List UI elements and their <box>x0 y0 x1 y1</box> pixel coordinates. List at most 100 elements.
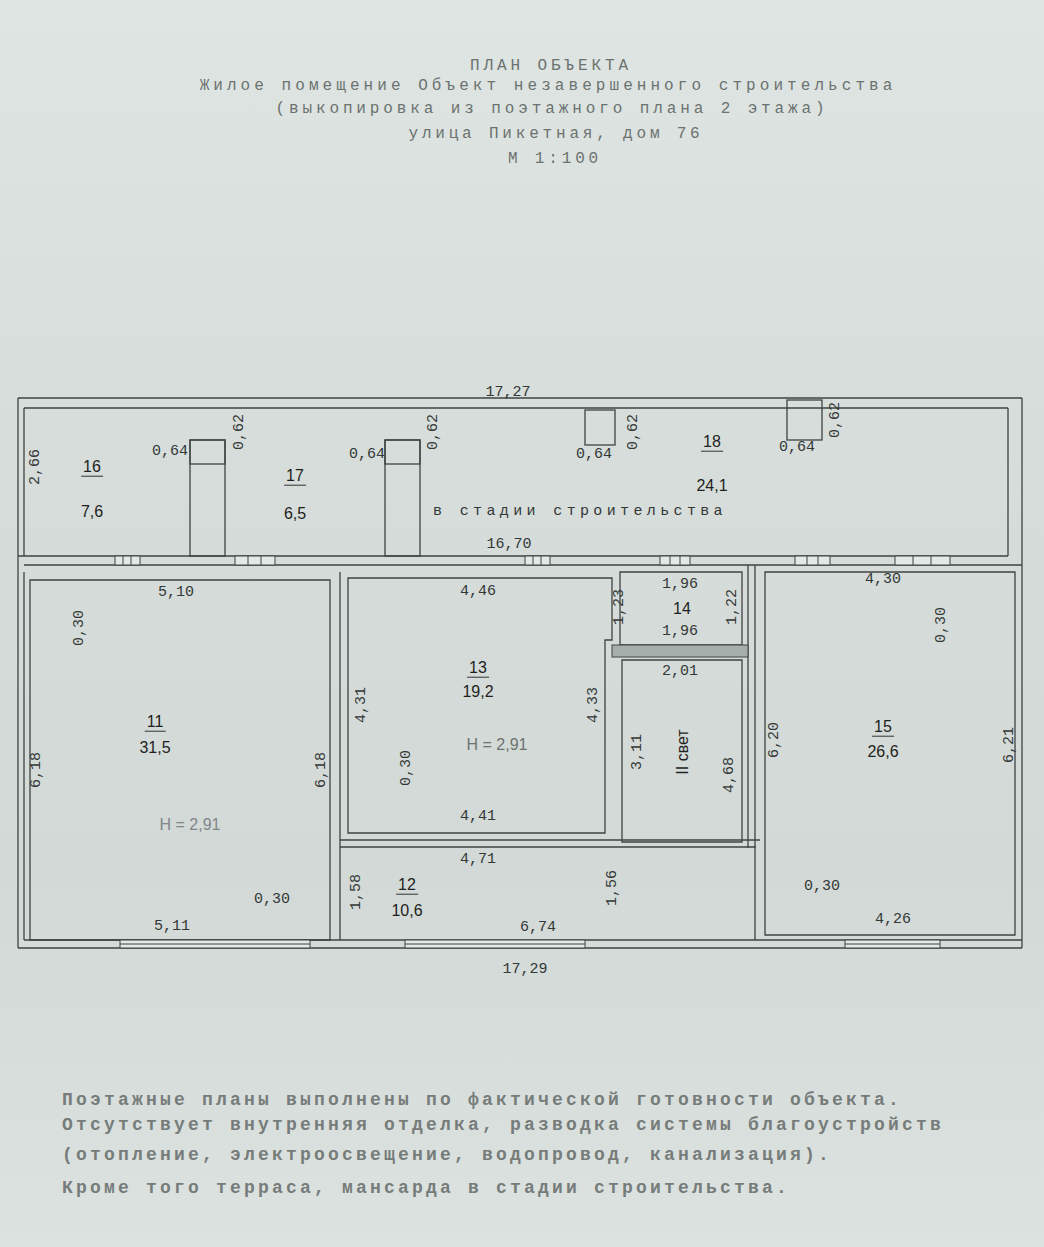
wall-fill <box>612 645 748 657</box>
column <box>190 440 225 464</box>
dimension-label: 2,66 <box>28 449 45 485</box>
room-area: 167,6 <box>24 408 190 556</box>
dimension-label: 2,01 <box>662 664 698 681</box>
status-note: в стадии строительства <box>430 504 730 521</box>
dimension-label: 4,33 <box>586 687 603 723</box>
room-area-value: 19,2 <box>460 683 495 701</box>
room-area: 15 26,6 <box>765 572 1015 935</box>
column <box>585 410 615 445</box>
window <box>525 556 550 565</box>
dimension-label: 4,41 <box>460 809 496 826</box>
dimension-label: 1,96 <box>662 624 698 641</box>
dimension-label: 4,26 <box>875 912 911 929</box>
room-area-value: Н = 2,91 <box>158 816 223 834</box>
dimension-label: 1,23 <box>612 589 629 625</box>
double-light-walls <box>622 660 742 842</box>
column <box>787 400 822 440</box>
dimension-label: 5,11 <box>154 919 190 936</box>
dimension-label: 0,30 <box>399 750 416 786</box>
dimension-label: 0,30 <box>934 607 951 643</box>
column <box>385 440 420 464</box>
main-wall <box>18 556 1022 565</box>
dimension-label: 1,56 <box>605 870 622 906</box>
dimension-label: 4,31 <box>354 687 371 723</box>
dimension-label: 0,64 <box>152 444 188 461</box>
header-line: (выкопировка из поэтажного плана 2 этажа… <box>275 101 828 119</box>
window <box>795 556 830 565</box>
dimension-label: 1,96 <box>662 577 698 594</box>
note-text: Отсутствует внутренняя отделка, разводка… <box>62 1110 967 1170</box>
room-area-value: 24,1 <box>694 477 729 495</box>
window <box>660 556 690 565</box>
header-line: Жилое помещение Объект незавершенного ст… <box>200 78 897 96</box>
header-line: М 1:100 <box>508 151 602 169</box>
room-12-walls <box>340 840 760 940</box>
windows <box>115 556 950 948</box>
dimension-label: 4,30 <box>865 572 901 589</box>
room-area-value: Н = 2,91 <box>465 736 530 754</box>
dimension-label: 3,11 <box>630 734 647 770</box>
room-area: 176,5 <box>225 408 385 556</box>
dimension-label: 0,30 <box>804 879 840 896</box>
note-text: Кроме того терраса, мансарда в стадии ст… <box>62 1173 967 1203</box>
room-number: II свет <box>674 727 692 776</box>
room-area: 13 19,2 Н = 2,91 <box>348 578 605 833</box>
dimension-label: 4,46 <box>460 584 496 601</box>
dimension-label: 1,22 <box>725 589 742 625</box>
dimension-label: 0,64 <box>349 447 385 464</box>
terrace-outline <box>18 398 1022 948</box>
dimension-label: 6,18 <box>314 752 331 788</box>
dimension-label: 6,21 <box>1002 727 1019 763</box>
room-15-walls <box>748 565 1015 935</box>
room-number: 14 <box>671 600 693 618</box>
window <box>120 940 310 948</box>
room-area-value: 26,6 <box>865 743 900 761</box>
window <box>115 556 140 565</box>
dimension-label: 4,71 <box>460 852 496 869</box>
dimension-label: 6,20 <box>767 722 784 758</box>
header-line: улица Пикетная, дом 76 <box>408 126 703 144</box>
dimension-label: 0,30 <box>72 610 89 646</box>
room-number: 18 <box>701 433 723 452</box>
dimension-label: 4,68 <box>722 757 739 793</box>
room-area-value: 31,5 <box>137 739 172 757</box>
dimension-label: 0,64 <box>779 440 815 457</box>
room-area-value: 7,6 <box>79 503 105 521</box>
dimension-label: 0,62 <box>232 414 249 450</box>
dimension-label: 0,62 <box>626 414 643 450</box>
room-14-walls <box>620 572 742 645</box>
partition <box>385 440 420 556</box>
room-13-walls <box>348 578 612 833</box>
dimension-label: 0,64 <box>576 447 612 464</box>
dimension-label: 6,18 <box>29 752 46 788</box>
window <box>235 556 275 565</box>
room-number: 13 <box>467 659 489 678</box>
room-area-value: 6,5 <box>282 505 308 523</box>
window <box>895 556 950 565</box>
dimension-label: 1,58 <box>349 874 366 910</box>
plan-title: ПЛАН ОБЪЕКТА <box>470 58 632 76</box>
partition <box>190 440 225 556</box>
window <box>405 940 585 948</box>
dimension-label: 17,27 <box>485 385 530 402</box>
wall-lines <box>18 398 1022 948</box>
room-number: 11 <box>145 713 166 732</box>
dimension-label: 6,74 <box>520 920 556 937</box>
dimension-label: 16,70 <box>486 537 531 554</box>
room-number: 17 <box>284 467 306 486</box>
dimension-label: 5,10 <box>158 585 194 602</box>
room-area: 18 24,1 <box>420 408 1008 556</box>
room-area-value: 10,6 <box>389 902 424 920</box>
room-number: 16 <box>81 458 103 477</box>
dimension-label: 0,30 <box>254 892 290 909</box>
dimension-label: 0,62 <box>828 402 845 438</box>
note-text: Поэтажные планы выполнены по фактической… <box>62 1085 967 1115</box>
room-number: 12 <box>396 876 418 895</box>
room-number: 15 <box>872 718 894 737</box>
room-11-walls <box>24 572 340 940</box>
dimension-label: 0,62 <box>426 414 443 450</box>
outer-bottom-wall <box>18 940 1022 948</box>
dimension-label: 17,29 <box>502 962 547 979</box>
